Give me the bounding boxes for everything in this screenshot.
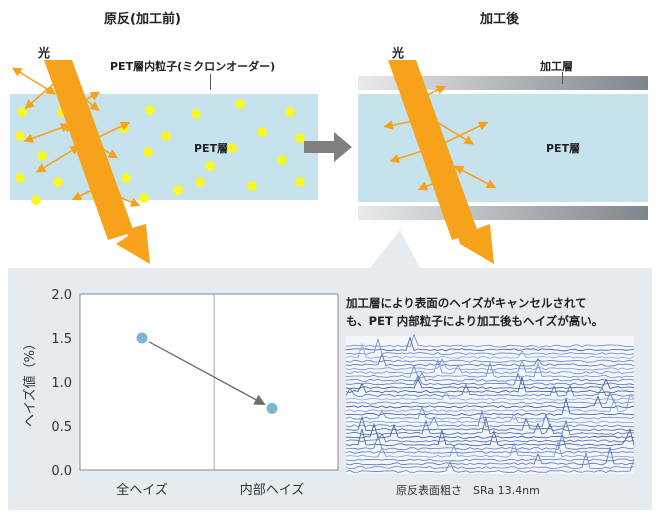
surface-profile-line — [345, 395, 635, 409]
surface-profile-line — [345, 375, 635, 394]
after-title: 加工後 — [480, 12, 520, 27]
light-diagram-after — [383, 60, 497, 264]
surface-profile-line — [345, 415, 635, 432]
surface-profile-line — [345, 391, 635, 405]
particle — [17, 107, 27, 117]
surface-caption: 原反表面粗さ SRa 13.4nm — [396, 484, 540, 497]
surface-profile-line — [345, 405, 635, 420]
surface-profile-line — [345, 342, 635, 359]
particle — [257, 127, 267, 137]
before-title: 原反(加工前) — [104, 12, 181, 27]
particle — [161, 131, 171, 141]
x-tick-label: 全ヘイズ — [116, 482, 168, 498]
note-line-1: 加工層により表面のヘイズがキャンセルされて — [346, 296, 587, 310]
surface-profile-line — [345, 371, 635, 382]
surface-profile-line — [345, 416, 635, 435]
particle — [247, 181, 257, 191]
particle — [53, 177, 63, 187]
surface-profile-line — [345, 459, 635, 473]
surface-profile-line — [345, 336, 635, 352]
y-tick-label: 0.5 — [51, 420, 72, 435]
surface-profile-line — [345, 458, 635, 462]
y-tick-label: 1.0 — [51, 376, 72, 391]
surface-roughness-image — [345, 333, 635, 474]
particle — [235, 99, 245, 109]
surface-profile-line — [345, 440, 635, 458]
particle — [143, 147, 153, 157]
data-point — [136, 332, 148, 344]
surface-profile-line — [346, 333, 635, 348]
y-axis-label: ヘイズ値（%） — [22, 337, 38, 427]
note-line-2: も、PET 内部粒子により加工後もヘイズが高い。 — [346, 314, 604, 328]
light-label-before: 光 — [38, 46, 51, 60]
panel-pointer — [370, 230, 420, 268]
surface-profile-line — [346, 398, 635, 416]
particle — [285, 107, 295, 117]
particle — [295, 133, 305, 143]
surface-profile-line — [345, 378, 635, 390]
surface-profile-line — [345, 383, 635, 397]
particle — [31, 195, 41, 205]
film-label-before: PET層 — [194, 142, 229, 155]
scatter-arrows-before — [11, 67, 141, 222]
particle-label-leader — [210, 74, 211, 90]
haze-chart: 0.0 0.5 1.0 1.5 2.0 ヘイズ値（%） 全ヘイズ 内部ヘイズ — [22, 288, 339, 498]
coat-layer-bottom — [358, 206, 648, 220]
surface-profile-line — [345, 352, 635, 367]
coat-label-leader — [562, 72, 563, 84]
particle — [173, 185, 183, 195]
trend-arrow — [148, 341, 266, 405]
scatter-arrows-after — [383, 85, 497, 191]
note-text: 加工層により表面のヘイズがキャンセルされて も、PET 内部粒子により加工後もヘ… — [346, 294, 603, 330]
particle — [15, 131, 25, 141]
surface-profile-line — [345, 372, 635, 386]
y-tick-label: 0.0 — [51, 464, 72, 479]
surface-profile-line — [345, 390, 634, 401]
data-point — [266, 402, 278, 414]
particle — [295, 177, 305, 187]
particle — [121, 173, 131, 183]
surface-profile-line — [345, 393, 635, 413]
surface-profile-line — [345, 358, 635, 371]
particle — [15, 173, 25, 183]
surface-background — [346, 336, 634, 474]
plot-area — [79, 293, 339, 471]
surface-profile-line — [345, 427, 635, 447]
surface-profile-line — [345, 433, 635, 443]
coat-label: 加工層 — [540, 60, 573, 73]
particle — [145, 105, 155, 115]
process-arrow — [304, 132, 352, 162]
x-tick-label: 内部ヘイズ — [240, 482, 305, 498]
particle — [205, 161, 215, 171]
particle — [227, 143, 237, 153]
surface-profile-line — [345, 422, 635, 439]
surface-profile-line — [345, 432, 635, 451]
surface-profile-line — [345, 413, 635, 424]
light-label-after: 光 — [392, 46, 405, 60]
particle — [139, 193, 149, 203]
particle — [191, 109, 201, 119]
surface-profile-line — [345, 447, 635, 466]
film-label-after: PET層 — [546, 142, 581, 155]
surface-profile-line — [345, 358, 635, 375]
y-tick-label: 2.0 — [51, 288, 72, 303]
light-diagram-before — [11, 60, 150, 264]
particle — [195, 177, 205, 187]
particle — [277, 155, 287, 165]
particle-label: PET層内粒子(ミクロンオーダー) — [110, 60, 276, 73]
surface-profile-line — [345, 451, 635, 470]
y-tick-label: 1.5 — [51, 332, 72, 347]
surface-profile-line — [345, 361, 635, 378]
surface-profile-line — [345, 337, 635, 356]
